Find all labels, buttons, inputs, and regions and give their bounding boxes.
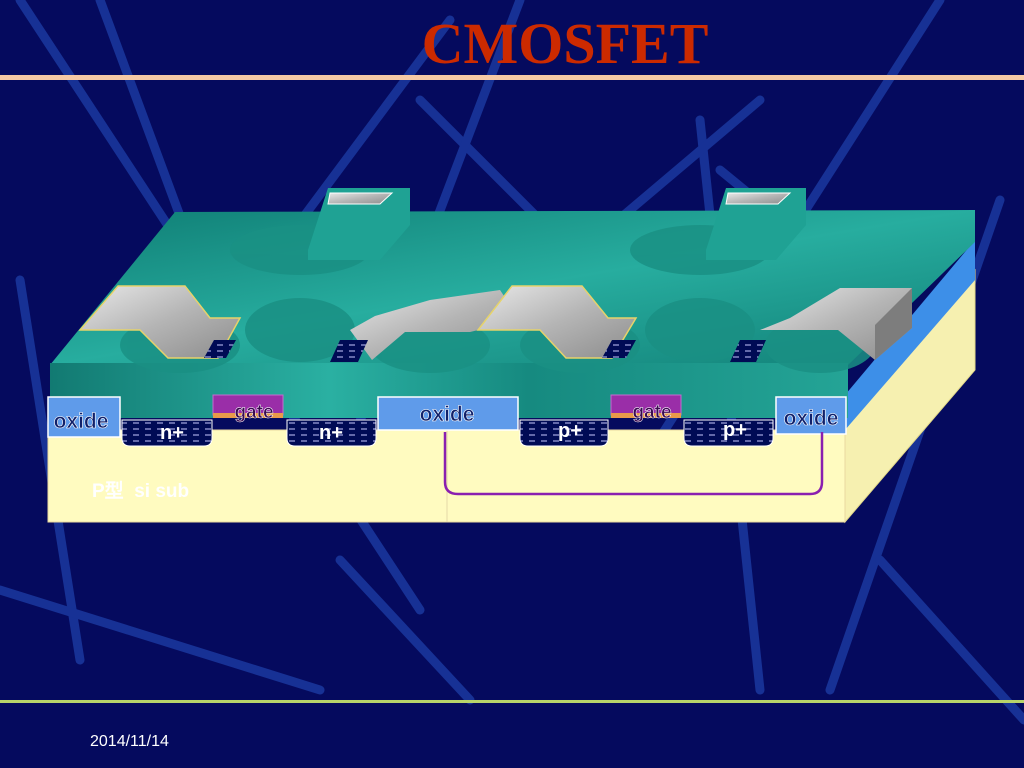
metal-shared-drain [350, 290, 520, 360]
nmos-gate-tower [308, 188, 410, 260]
metal-source-nmos [78, 285, 242, 359]
n-plus-diffusion-2 [286, 419, 377, 447]
label-p-plus-2: p+ [723, 419, 747, 441]
slide-title: CMOSFET [421, 11, 709, 76]
metal-drain-pmos [760, 288, 912, 360]
footer-date: 2014/11/14 [90, 733, 169, 750]
label-gate-pmos: gate [632, 402, 671, 423]
label-substrate: P型 si sub [92, 479, 189, 502]
n-plus-diffusion-1 [121, 419, 213, 447]
oxide-left-block [47, 396, 121, 438]
oxide-right-block [775, 396, 847, 435]
nmos-gate-contact [327, 192, 394, 205]
contact-window-3 [602, 340, 636, 358]
footer-divider [0, 700, 1024, 703]
metal-source-pmos [476, 285, 638, 359]
oxide-center-block [377, 396, 519, 431]
p-plus-diffusion-2 [683, 419, 774, 447]
n-well-boundary [443, 432, 824, 496]
p-plus-diffusion-1 [519, 419, 609, 447]
title-divider [0, 75, 1024, 80]
metal-drain-pmos-side [875, 288, 912, 360]
label-oxide-center: oxide [420, 403, 475, 426]
contact-window-2 [330, 340, 368, 362]
label-n-plus-1: n+ [160, 422, 184, 444]
label-oxide-right: oxide [784, 407, 839, 430]
label-p-plus-1: p+ [558, 420, 582, 442]
oxide-side-strip [845, 240, 975, 430]
label-gate-nmos: gate [234, 402, 273, 423]
pmos-gate-tower [706, 188, 806, 260]
contact-window-4 [730, 340, 766, 362]
label-n-plus-2: n+ [319, 422, 343, 444]
pmos-gate-contact [725, 192, 792, 205]
contact-window-1 [204, 340, 236, 358]
label-oxide-left: oxide [54, 410, 109, 433]
